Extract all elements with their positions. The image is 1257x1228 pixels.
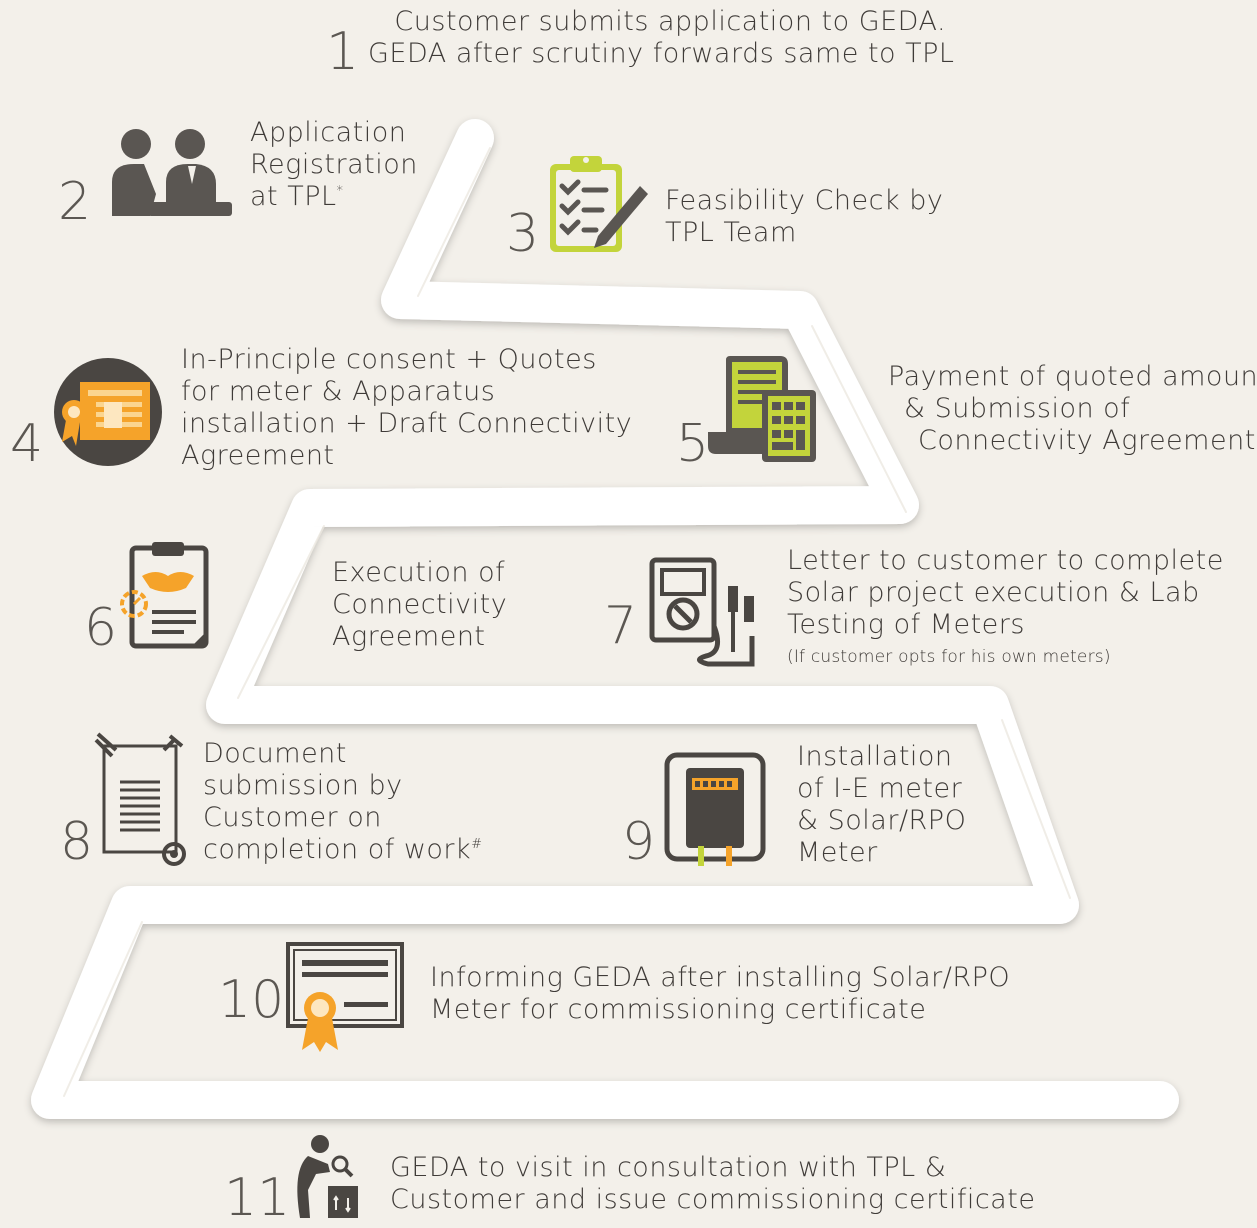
step-3-number: 3 [506,204,540,264]
meter-icon [664,752,766,866]
step-9-line: Installation [797,741,953,772]
step-9-line: Meter [797,836,878,868]
step-7-number: 7 [604,596,638,656]
step-2-line: Registration [250,148,418,180]
step-2-number: 2 [58,172,92,232]
step-6-line: Execution of [332,557,506,588]
step-3-line: Feasibility Check by [665,185,944,216]
step-5-line: & Submission of [904,392,1131,424]
step-3-line: TPL Team [665,216,797,248]
step-1-number: 1 [326,22,360,82]
multimeter-icon [649,557,755,667]
step-4-line: installation + Draft Connectivity [181,407,633,439]
step-5-line: Connectivity Agreement [918,424,1256,456]
step-8-number: 8 [60,812,94,872]
step-6-text: Execution of Connectivity Agreement [332,557,507,653]
step-10-number: 10 [218,970,285,1030]
step-6-number: 6 [84,598,118,658]
step-4-number: 4 [10,414,44,474]
step-6-line: Agreement [332,620,486,652]
inspector-icon [297,1135,358,1218]
document-icon [94,732,186,866]
step-8-line: submission by [203,769,403,801]
step-1-line: Customer submits application to GEDA. [394,6,947,37]
step-4-line: for meter & Apparatus [181,375,496,407]
step-9-number: 9 [622,812,656,872]
step-7-line: Testing of Meters [787,608,1025,640]
certificate-document-icon [54,358,162,466]
step-3-text: Feasibility Check by TPL Team [665,185,943,249]
step-7-text: Letter to customer to complete Solar pro… [787,545,1224,667]
step-7-note: (If customer opts for his own meters) [787,646,1111,667]
step-10-line: Meter for commissioning certificate [430,993,927,1025]
step-4-text: In-Principle consent + Quotes for meter … [181,344,632,471]
meeting-icon [112,129,232,216]
step-4-line: In-Principle consent + Quotes [181,344,597,375]
step-8-line: completion of work# [203,834,483,866]
step-6-line: Connectivity [332,588,508,620]
step-8-line: Customer on [203,801,382,833]
step-8-text: Document submission by Customer on compl… [203,738,483,865]
step-11-number: 11 [224,1168,291,1228]
step-2-footnote-mark: * [336,183,344,199]
bill-calculator-icon [708,356,816,462]
step-2-line: Application [250,117,407,148]
step-2-line-text: at TPL [250,180,337,212]
agreement-clipboard-icon [120,542,209,649]
step-9-line: & Solar/RPO [797,804,967,836]
step-8-line: Document [203,738,347,769]
step-2-line: at TPL* [250,181,418,213]
step-7-line: Solar project execution & Lab [787,576,1200,608]
step-11-line: Customer and issue commissioning certifi… [390,1183,1036,1215]
step-7-line: Letter to customer to complete [787,545,1224,576]
step-2-text: Application Registration at TPL* [250,117,418,213]
step-1-line: GEDA after scrutiny forwards same to TPL [368,37,955,69]
checklist-icon [550,156,648,252]
step-4-line: Agreement [181,439,335,471]
step-8-footnote-mark: # [471,836,483,852]
step-5-text: Payment of quoted amount & Submission of… [888,361,1257,457]
step-5-number: 5 [676,414,710,474]
step-8-line-text: completion of work [203,833,472,865]
certificate-icon [286,942,404,1052]
step-9-line: of I-E meter [797,772,963,804]
step-1-text: Customer submits application to GEDA. GE… [368,6,954,70]
step-10-text: Informing GEDA after installing Solar/RP… [430,962,1010,1026]
step-9-text: Installation of I-E meter & Solar/RPO Me… [797,741,966,868]
step-11-line: GEDA to visit in consultation with TPL & [390,1152,947,1183]
step-11-text: GEDA to visit in consultation with TPL &… [390,1152,1035,1216]
step-5-line: Payment of quoted amount [888,361,1257,392]
step-10-line: Informing GEDA after installing Solar/RP… [430,962,1011,993]
